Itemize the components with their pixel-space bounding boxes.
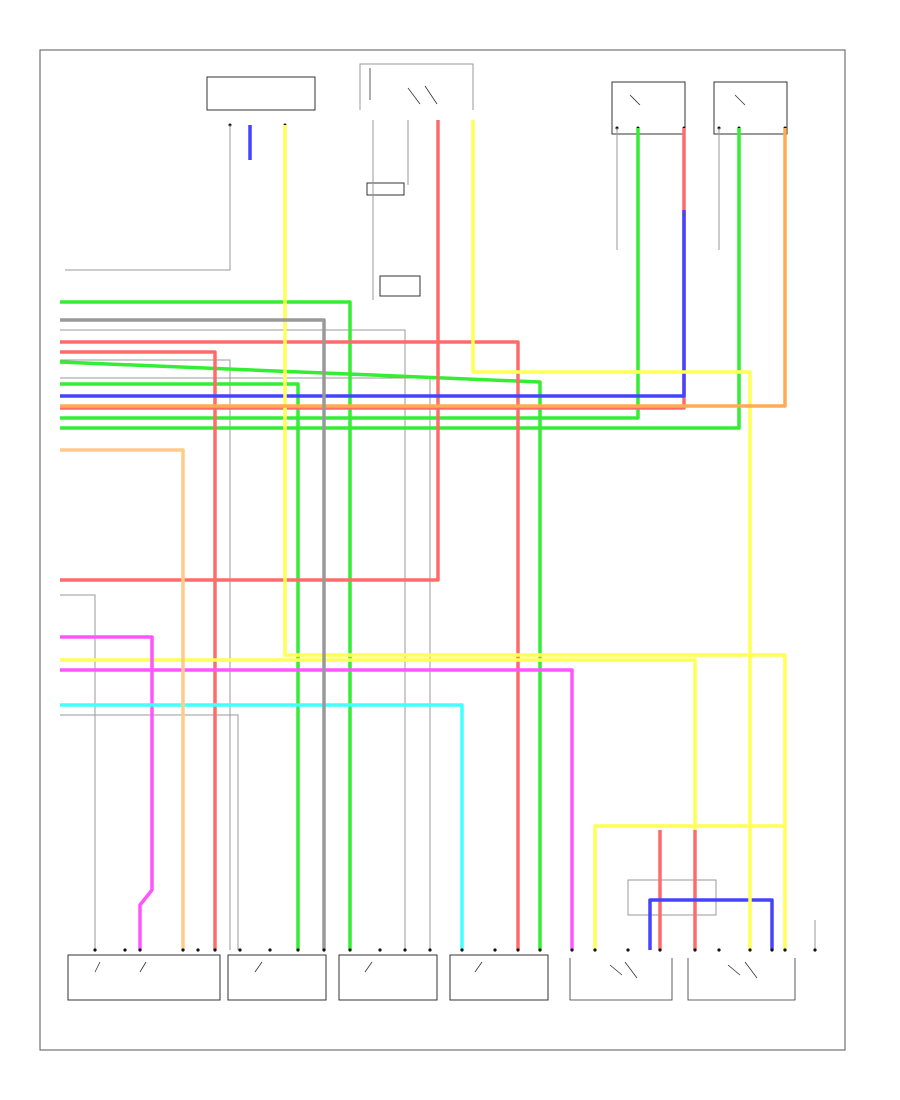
wire-magenta-2 [60, 668, 574, 950]
connector-pin [748, 948, 752, 952]
connector-pin [93, 948, 97, 952]
connector-pin [213, 948, 217, 952]
connector-pin [570, 948, 574, 952]
bottom-switch-3 [338, 954, 438, 1001]
connector-pin [538, 948, 542, 952]
connector-pins [93, 948, 817, 952]
bottom-relay-2 [687, 958, 796, 1001]
connector-pin [593, 948, 597, 952]
wire-gray-1 [60, 318, 326, 950]
connector-pin [717, 948, 721, 952]
connector-pin [238, 948, 242, 952]
connector-pin [813, 948, 817, 952]
wire-green-5 [60, 382, 300, 950]
wire-yellow-3 [471, 120, 752, 950]
connector-pin [268, 948, 272, 952]
connector-pin [138, 948, 142, 952]
connector-pin [770, 948, 774, 952]
wire-orange-1 [60, 128, 787, 408]
wire-magenta-1 [60, 635, 154, 950]
connector-pin [378, 948, 382, 952]
bottom-switch-4 [449, 954, 549, 1001]
connector-pin [296, 948, 300, 952]
wire-green-3 [60, 128, 640, 420]
colored-wires [59, 120, 787, 950]
connector-pin [626, 948, 630, 952]
connector-pin [403, 948, 407, 952]
connector-pin [460, 948, 464, 952]
diagram-frame [39, 49, 846, 1051]
connector-pin [348, 948, 352, 952]
bottom-switch-1 [67, 954, 221, 1001]
connector-pin [428, 948, 432, 952]
connector-pin [493, 948, 497, 952]
wire-cyan-1 [60, 703, 464, 950]
wire-blue-3 [648, 898, 774, 950]
top-left-fuse-box [206, 76, 316, 127]
connector-pin [322, 948, 326, 952]
top-right-module-a [611, 81, 686, 135]
top-center-switch-block [359, 63, 474, 300]
wire-red-3 [60, 350, 217, 950]
top-right-module-b [713, 81, 788, 135]
wire-red-1 [60, 340, 520, 950]
wire-yellow-1 [283, 125, 787, 950]
wire-green-1 [60, 300, 352, 950]
bottom-switch-2 [227, 954, 327, 1001]
wire-green-2 [59, 360, 542, 950]
connector-pin [658, 948, 662, 952]
connector-pin [196, 948, 200, 952]
bottom-relay-1 [569, 879, 717, 1001]
connector-pin [123, 948, 127, 952]
wire-tan-1 [60, 448, 185, 950]
wire-yellow-2 [60, 658, 697, 830]
connector-pin [693, 948, 697, 952]
wire-blue-1 [60, 210, 686, 398]
connector-pin [783, 948, 787, 952]
connector-pin [181, 948, 185, 952]
wire-yellow-4 [593, 824, 785, 950]
wire-red-2 [60, 120, 440, 582]
connector-pin [516, 948, 520, 952]
ground-wires [60, 125, 816, 950]
